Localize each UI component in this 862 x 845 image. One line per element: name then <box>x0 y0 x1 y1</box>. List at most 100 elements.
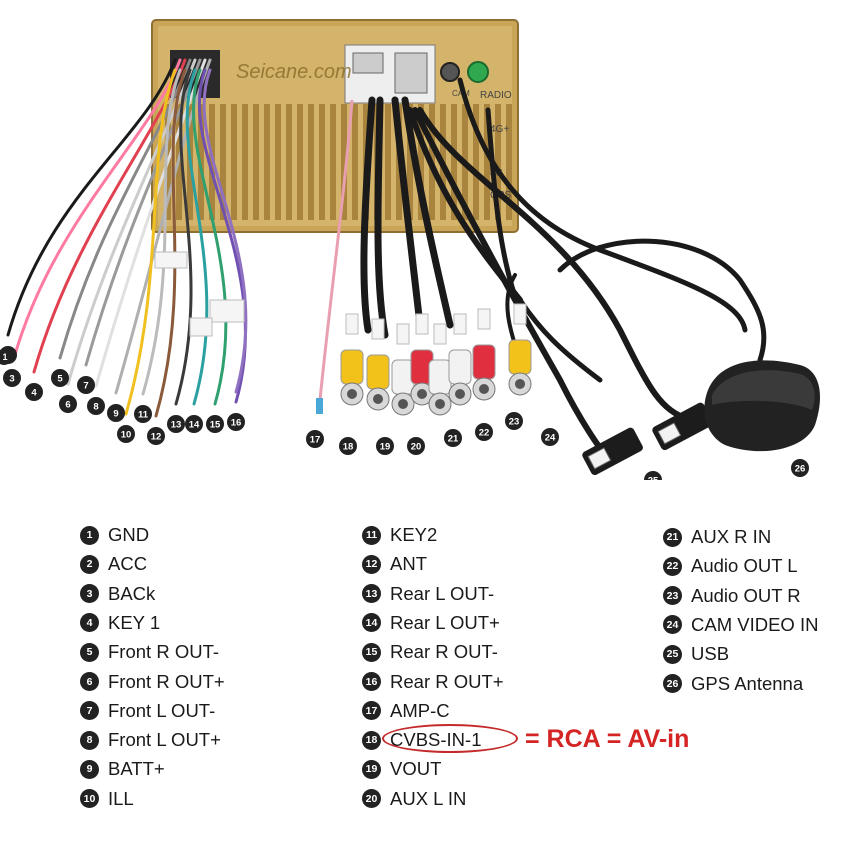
legend-item: 14 Rear L OUT+ <box>362 611 500 635</box>
gps-port <box>440 62 460 82</box>
legend-label: Front L OUT- <box>108 699 216 721</box>
legend-label: USB <box>691 643 730 665</box>
legend-number: 4 <box>80 613 99 633</box>
harness-wires <box>6 58 248 418</box>
legend-label: ANT <box>390 553 427 575</box>
legend-number: 2 <box>80 554 99 574</box>
legend-label: VOUT <box>390 758 442 780</box>
legend-number: 5 <box>80 642 99 662</box>
legend-item: 16 Rear R OUT+ <box>362 670 504 694</box>
legend-label: AMP-C <box>390 699 450 721</box>
annotation-note: = RCA = AV-in <box>525 725 690 753</box>
fourg-b-label: 4G <box>490 168 504 179</box>
black-cables <box>360 77 767 463</box>
legend-label: Front R OUT- <box>108 641 220 663</box>
legend-number: 3 <box>80 584 99 604</box>
photo-marker-number: 3 <box>9 374 14 385</box>
legend-number: 16 <box>362 672 381 691</box>
photo-marker-number: 6 <box>65 400 70 411</box>
legend-number: 21 <box>663 527 682 547</box>
legend-number: 23 <box>663 586 682 606</box>
legend-label: Rear L OUT+ <box>390 611 500 633</box>
photo-marker-number: 19 <box>380 442 391 453</box>
legend-number: 12 <box>362 554 381 574</box>
photo-marker-number: 9 <box>113 409 118 420</box>
legend-label: Audio OUT R <box>691 584 801 606</box>
photo-marker-number: 20 <box>411 442 422 453</box>
legend-item: 6 Front R OUT+ <box>80 670 225 694</box>
legend-number: 15 <box>362 642 381 662</box>
photo-marker-number: 23 <box>509 417 520 428</box>
photo-marker-number: 17 <box>310 435 321 446</box>
legend-number: 11 <box>362 525 381 545</box>
legend-number: 25 <box>663 644 682 664</box>
legend-label: Rear R OUT- <box>390 641 498 663</box>
photo-marker-number: 15 <box>210 420 221 431</box>
rca-connectors <box>340 303 532 416</box>
brand-watermark: Seicane.com <box>236 61 352 83</box>
legend-label: Rear L OUT- <box>390 582 495 604</box>
legend-number: 14 <box>362 613 381 633</box>
photo-marker-number: 22 <box>479 428 490 439</box>
legend-item: 25 USB <box>663 642 729 666</box>
photo-number-markers: 2345678910111213141516171819202122232425… <box>0 346 809 480</box>
legend-label: KEY2 <box>390 524 438 545</box>
legend-item: 23 Audio OUT R <box>663 584 801 608</box>
wiring-harness-photo: Seicane.com RADIO 4G+ 4G GPS CAM <box>0 19 820 480</box>
legend-number: 22 <box>663 556 682 576</box>
legend-number: 8 <box>80 730 99 750</box>
legend-item: 19 VOUT <box>362 757 441 781</box>
legend-item: 12 ANT <box>362 552 427 576</box>
legend-item: 11 KEY2 <box>362 523 437 547</box>
legend-item: 5 Front R OUT- <box>80 640 219 664</box>
legend-number: 19 <box>362 759 381 779</box>
usb-connectors <box>582 402 713 476</box>
photo-marker-number: 18 <box>343 442 354 453</box>
photo-marker-number: 14 <box>189 420 200 431</box>
legend-number: 18 <box>362 730 381 750</box>
legend-item: 3 BACk <box>80 582 155 606</box>
legend-number: 20 <box>362 789 381 809</box>
gps-antenna <box>704 360 820 452</box>
photo-marker-number: 11 <box>138 410 149 421</box>
legend-number: 9 <box>80 759 99 779</box>
legend-label: KEY 1 <box>108 611 161 633</box>
photo-marker-number: 24 <box>545 433 556 444</box>
legend-item: 7 Front L OUT- <box>80 699 215 723</box>
legend-label: CAM VIDEO IN <box>691 613 819 635</box>
photo-marker-number: 4 <box>31 388 37 399</box>
legend-item: 15 Rear R OUT- <box>362 640 498 664</box>
photo-marker-number: 5 <box>57 374 63 385</box>
legend-label: BACk <box>108 582 156 604</box>
legend-label: AUX R IN <box>691 526 772 547</box>
legend-label: Rear R OUT+ <box>390 670 504 692</box>
photo-marker-number: 7 <box>83 381 88 392</box>
photo-marker-number: 10 <box>121 430 132 441</box>
photo-marker-number: 21 <box>448 434 459 445</box>
photo-marker-number: 13 <box>171 420 182 431</box>
legend-label: AUX L IN <box>390 787 467 809</box>
photo-marker-number: 1 <box>2 352 7 362</box>
legend-label: Audio OUT L <box>691 555 798 577</box>
legend-label: Front R OUT+ <box>108 670 225 692</box>
photo-marker-number: 26 <box>795 464 806 475</box>
legend-number: 7 <box>80 701 99 721</box>
legend-item: 22 Audio OUT L <box>663 554 798 578</box>
fourg-label: 4G+ <box>490 124 509 135</box>
legend-item: 4 KEY 1 <box>80 611 160 635</box>
legend-number: 6 <box>80 672 99 691</box>
radio-port <box>467 61 489 83</box>
legend-label: GPS Antenna <box>691 672 804 694</box>
legend-item: 21 AUX R IN <box>663 525 771 549</box>
legend-item: 20 AUX L IN <box>362 787 466 811</box>
photo-marker-number: 16 <box>231 418 242 429</box>
legend-number: 24 <box>663 615 682 635</box>
legend-label: GND <box>108 524 150 545</box>
